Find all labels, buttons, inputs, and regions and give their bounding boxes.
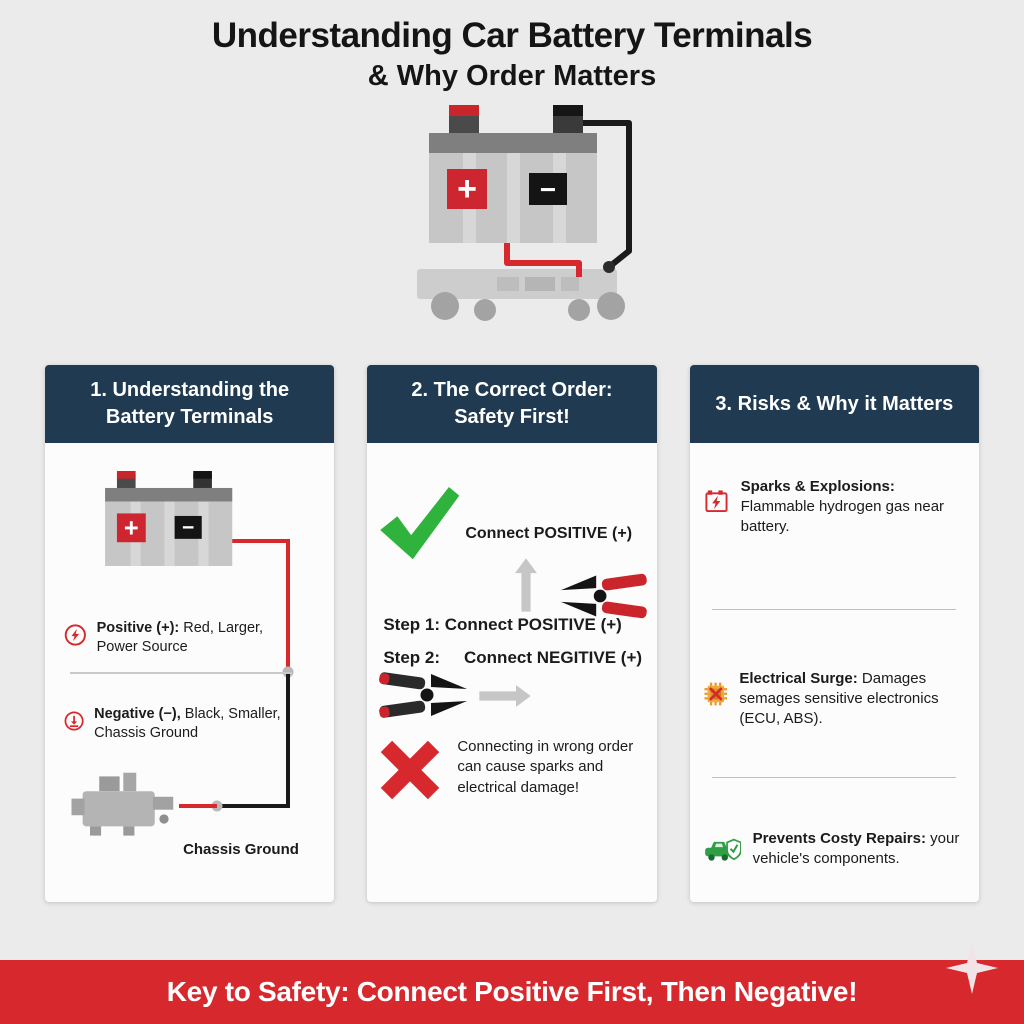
ground-circle-icon [64, 711, 84, 731]
negative-terminal-text: Negative (−), Black, Smaller, Chassis Gr… [94, 706, 281, 742]
negative-terminal-item: Negative (−), Black, Smaller, Chassis Gr… [63, 705, 298, 744]
step2-label: Step 2: [383, 648, 441, 667]
risk-surge-text: Electrical Surge: Damages semages sensit… [739, 670, 939, 727]
car-shield-icon [704, 838, 741, 861]
card-risks-header: 3. Risks & Why it Matters [689, 365, 979, 443]
risk-item-sparks: Sparks & Explosions: Flammable hydrogen … [704, 477, 966, 536]
divider [711, 777, 956, 778]
chassis-ground-label: Chassis Ground [183, 841, 299, 858]
card-correct-order: 2. The Correct Order: Safety First! Conn… [367, 365, 657, 902]
card-risks-body: Sparks & Explosions: Flammable hydrogen … [690, 443, 979, 902]
up-arrow-icon [515, 558, 538, 612]
sparkle-icon [946, 942, 998, 994]
card-terminals-body: + − Positive (+): Red, Larger, Power Sou… [45, 443, 334, 902]
battery-illustration: + − [429, 105, 597, 243]
risk-sparks-text: Sparks & Explosions: Flammable hydrogen … [740, 478, 945, 535]
step1-text: Connect POSITIVE (+) [440, 615, 622, 634]
chassis-illustration [417, 269, 625, 321]
card-risks: 3. Risks & Why it Matters Sparks & Explo… [689, 365, 979, 902]
step1-label: Step 1: [383, 615, 441, 634]
risk-item-repairs: Prevents Costy Repairs: your vehicle's c… [704, 829, 966, 871]
negative-cable [583, 120, 632, 270]
cable-junction-dot [603, 261, 615, 273]
page-subtitle: & Why Order Matters [367, 60, 657, 92]
positive-terminal-symbol: + [457, 170, 477, 208]
battery-illustration-small: + − [105, 471, 233, 566]
card-terminals: 1. Understanding the Battery Terminals [45, 365, 335, 902]
chip-x-icon [704, 682, 727, 706]
x-icon [381, 740, 440, 800]
page-title: Understanding Car Battery Terminals [211, 16, 813, 55]
positive-clamp-icon [561, 573, 648, 619]
battery-on-chassis-illustration: + − [417, 105, 632, 321]
right-arrow-icon [479, 685, 531, 707]
risk-repairs-text: Prevents Costy Repairs: your vehicle's c… [752, 830, 960, 867]
positive-cable [504, 241, 582, 277]
battery-lightning-icon [705, 490, 728, 513]
connect-positive-label: Connect POSITIVE (+) [465, 525, 633, 542]
positive-terminal-item: Positive (+): Red, Larger, Power Source [63, 619, 298, 658]
wrong-order-warning-text: Connecting in wrong order can cause spar… [457, 738, 634, 796]
negative-terminal-symbol: − [182, 517, 194, 540]
cards-row: 1. Understanding the Battery Terminals [0, 365, 1024, 902]
footer-banner: Key to Safety: Connect Positive First, T… [0, 942, 1024, 1024]
step2-line: Step 2: Connect NEGITIVE (+) [383, 648, 642, 668]
negative-terminal-symbol: − [540, 174, 556, 205]
step2-text: Connect NEGITIVE (+) [464, 648, 643, 667]
positive-terminal-symbol: + [124, 514, 139, 542]
card-correct-order-body: Connect POSITIVE (+) Step 1: Connect POS… [367, 443, 656, 902]
check-icon [380, 487, 460, 560]
risk-item-surge: Electrical Surge: Damages semages sensit… [704, 669, 966, 728]
lightning-circle-icon [64, 624, 86, 646]
card-terminals-header: 1. Understanding the Battery Terminals [45, 365, 335, 443]
footer-key-message: Key to Safety: Connect Positive First, T… [166, 976, 858, 1007]
divider [70, 672, 292, 674]
engine-icon [71, 772, 174, 836]
title-block: Understanding Car Battery Terminals & Wh… [0, 0, 1024, 93]
positive-terminal-text: Positive (+): Red, Larger, Power Source [96, 620, 264, 656]
hero-illustration: + − [357, 103, 667, 343]
card-correct-order-header: 2. The Correct Order: Safety First! [367, 365, 657, 443]
divider [711, 609, 956, 610]
negative-clamp-icon [379, 672, 468, 718]
step1-line: Step 1: Connect POSITIVE (+) [383, 615, 622, 635]
